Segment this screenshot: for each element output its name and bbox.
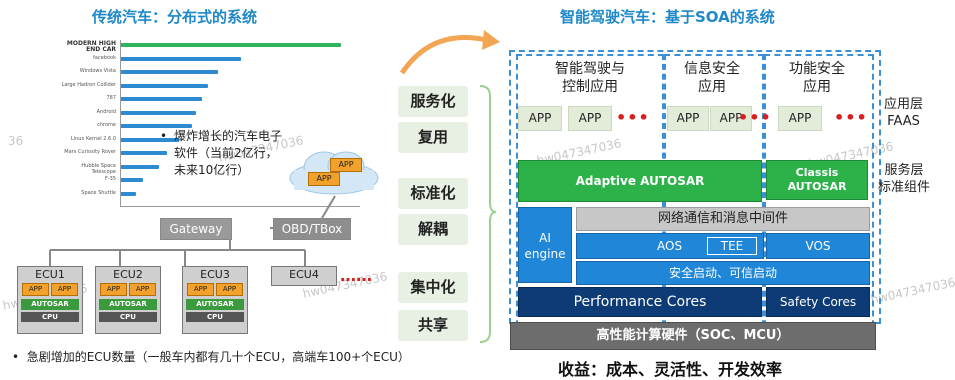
chart-bar (120, 137, 179, 142)
chart-row-label: Mars Curiosity Rover (64, 149, 116, 155)
ecu-name: ECU1 (35, 268, 65, 281)
bullet-icon: • (12, 350, 27, 364)
ecu-cpu: CPU (99, 312, 157, 322)
column-title: 功能安全应用 (789, 61, 845, 95)
ecu-name: ECU3 (200, 268, 230, 281)
ecu-app: APP (129, 283, 156, 296)
adaptive-autosar-block: Adaptive AUTOSAR (518, 160, 762, 202)
cloud-app: APP (308, 172, 340, 186)
watermark: hw047347036 (869, 275, 955, 307)
chart-row-label: 787 (106, 95, 116, 101)
ecu-count-note: • 急剧增加的ECU数量（一般车内都有几十个ECU，高端车100+个ECU） (12, 350, 410, 364)
ecu-name: ECU4 (289, 268, 319, 281)
column-title: 智能驾驶与控制应用 (555, 61, 625, 95)
vos-block: VOS (766, 233, 870, 259)
chart-row-label: chrome (97, 122, 116, 128)
left-title: 传统汽车：分布式的系统 (92, 8, 258, 26)
note-line: 软件（当前2亿行， (174, 146, 278, 160)
chart-axis (120, 40, 121, 206)
app-box: APP (667, 106, 709, 131)
note-line: 爆炸增长的汽车电子 (174, 129, 283, 143)
chart-bar (120, 164, 159, 169)
safety-cores-block: Safety Cores (766, 287, 870, 317)
aos-label: AOS (657, 239, 683, 253)
chart-bar (120, 191, 136, 196)
software-growth-note: • 爆炸增长的汽车电子 软件（当前2亿行， 未来10亿行） (160, 128, 330, 179)
ecu-box: ECU1 APP APP AUTOSAR CPU (17, 266, 83, 334)
ecu-autosar: AUTOSAR (21, 299, 79, 310)
gateway-box: Gateway (160, 218, 232, 240)
ecu-cpu: CPU (21, 312, 79, 322)
ecu-box: ECU2 APP APP AUTOSAR CPU (95, 266, 161, 334)
pill-service: 服务化 (398, 86, 468, 117)
chart-row-label: facebook (93, 54, 116, 61)
pill-standard: 标准化 (398, 178, 468, 209)
chart-bar (120, 151, 167, 155)
middleware-block: 网络通信和消息中间件 (576, 207, 870, 231)
aos-block: AOS TEE (576, 233, 764, 259)
chart-row-label: Android (96, 108, 116, 115)
tee-box: TEE (707, 237, 757, 255)
chart-bar (120, 83, 208, 88)
pill-centralize: 集中化 (398, 272, 468, 303)
performance-cores-block: Performance Cores (518, 287, 762, 317)
chart-row-label: MODERN HIGH END CAR (66, 40, 116, 53)
ecu-app: APP (187, 283, 214, 296)
chart-bar (120, 97, 202, 101)
chart-row-label: Windows Vista (79, 68, 116, 74)
ecu-app: APP (22, 283, 49, 296)
ecu-autosar: AUTOSAR (186, 299, 244, 310)
chart-row-label: Hubble Space Telescope (81, 162, 116, 175)
pill-share: 共享 (398, 310, 468, 341)
ecu-cpu: CPU (186, 312, 244, 322)
ecu-ellipsis: …… (340, 266, 372, 285)
more-apps-dots: ••• (616, 108, 650, 127)
chart-baseline (120, 206, 360, 207)
ecu-app: APP (51, 283, 78, 296)
ecu-app: APP (100, 283, 127, 296)
bracket (479, 85, 497, 343)
more-apps-dots: ••• (834, 108, 868, 127)
chart-row-label: Large Hadron Collider (61, 81, 116, 88)
ecu-app: APP (216, 283, 243, 296)
curved-arrow-icon (399, 30, 500, 75)
obd-tbox-box: OBD/TBox (273, 218, 351, 240)
ecu-box: ECU3 APP APP AUTOSAR CPU (182, 266, 248, 334)
chart-bar (120, 124, 193, 128)
right-title: 智能驾驶汽车：基于SOA的系统 (560, 8, 775, 26)
app-box: APP (518, 106, 562, 131)
chart-bar (120, 70, 218, 74)
hardware-block: 高性能计算硬件（SOC、MCU） (510, 322, 876, 350)
chart-bar (120, 110, 197, 115)
note-line: 未来10亿行） (174, 163, 250, 177)
chart-bar (120, 43, 341, 47)
app-box: APP (778, 106, 822, 131)
chart-row-label: F-35 (104, 176, 116, 182)
secure-boot-block: 安全启动、可信启动 (576, 261, 870, 285)
pill-reuse: 复用 (398, 122, 468, 153)
app-box: APP (710, 106, 752, 131)
pill-decouple: 解耦 (398, 214, 468, 245)
watermark-fragment: 36 (8, 134, 24, 148)
chart-row-label: Linux Kernel 2.6.0 (70, 135, 116, 142)
ecu-name: ECU2 (113, 268, 143, 281)
service-layer-label: 服务层标准组件 (878, 163, 931, 195)
ecu-autosar: AUTOSAR (99, 299, 157, 310)
column-title: 信息安全应用 (684, 61, 740, 95)
cloud-app: APP (330, 158, 362, 172)
more-apps-dots: ••• (738, 108, 772, 127)
ecu4-box: ECU4 (271, 266, 337, 286)
chart-row-label: Space Shuttle (81, 189, 116, 196)
network-lines (49, 195, 336, 266)
chart-bar (120, 178, 144, 182)
app-box: APP (568, 106, 612, 131)
benefit-text: 收益：成本、灵活性、开发效率 (558, 360, 783, 379)
cloud-icon: APP APP (288, 148, 380, 196)
bullet-icon: • (160, 129, 168, 143)
chart-bar (120, 56, 241, 61)
